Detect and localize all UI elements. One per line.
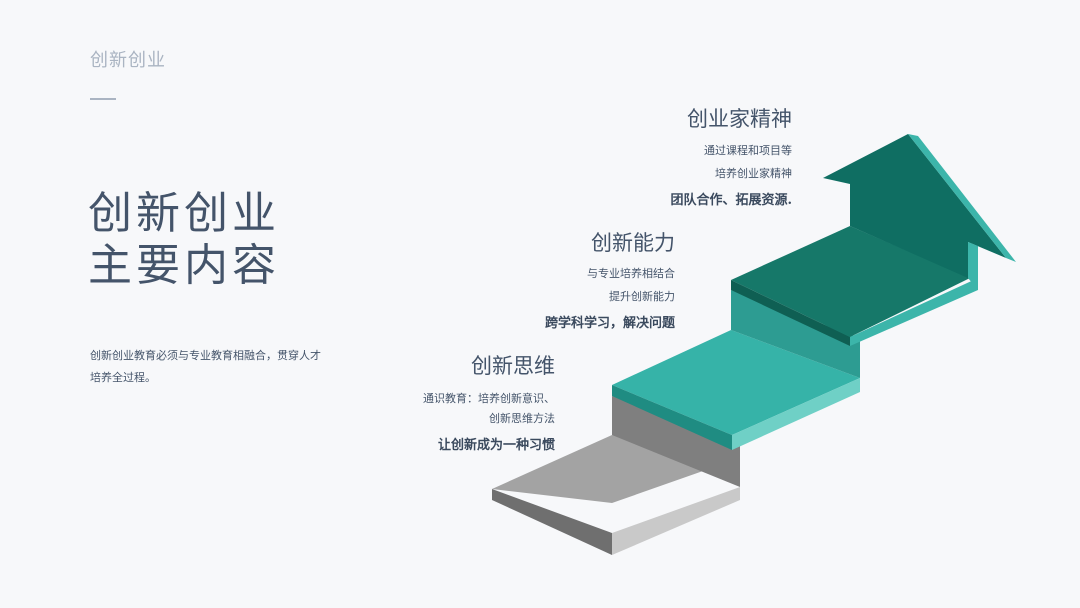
main-title-line-1: 创新创业 xyxy=(88,188,280,239)
arrow-head-side xyxy=(968,242,978,290)
step2-line-1: 与专业培养相结合 xyxy=(587,267,675,280)
step1-side-face xyxy=(612,487,740,555)
step3-side-face xyxy=(850,278,978,346)
step1-line-2: 创新思维方法 xyxy=(489,412,555,425)
step1-riser xyxy=(612,396,740,487)
step3-line-2: 培养创业家精神 xyxy=(715,167,792,180)
main-description: 创新创业教育必须与专业教育相融合，贯穿人才培养全过程。 xyxy=(90,349,321,384)
step3-highlight: 团队合作、拓展资源. xyxy=(670,193,792,208)
main-title-line-2: 主要内容 xyxy=(88,240,280,291)
section-divider xyxy=(90,98,116,100)
step3-front-face xyxy=(731,280,850,346)
step2-line-2: 提升创新能力 xyxy=(609,290,675,303)
step3-title: 创业家精神 xyxy=(687,107,792,131)
step1-line-1: 通识教育：培养创新意识、 xyxy=(423,392,555,405)
step1-front-face xyxy=(492,489,612,555)
step3-top-face xyxy=(731,226,970,337)
step2-riser xyxy=(731,290,860,378)
step2-side-face xyxy=(732,378,860,450)
step2-front-face xyxy=(612,385,732,450)
step2-top-face xyxy=(612,330,860,435)
step2-highlight: 跨学科学习，解决问题 xyxy=(544,316,675,331)
arrow-head-top-face xyxy=(823,134,1006,278)
section-label: 创新创业 xyxy=(90,50,166,71)
step1-title: 创新思维 xyxy=(471,354,555,378)
step2-title: 创新能力 xyxy=(591,231,675,255)
arrow-head-edge xyxy=(908,134,1016,262)
step1-highlight: 让创新成为一种习惯 xyxy=(437,438,555,453)
step3-line-1: 通过课程和项目等 xyxy=(704,144,792,157)
